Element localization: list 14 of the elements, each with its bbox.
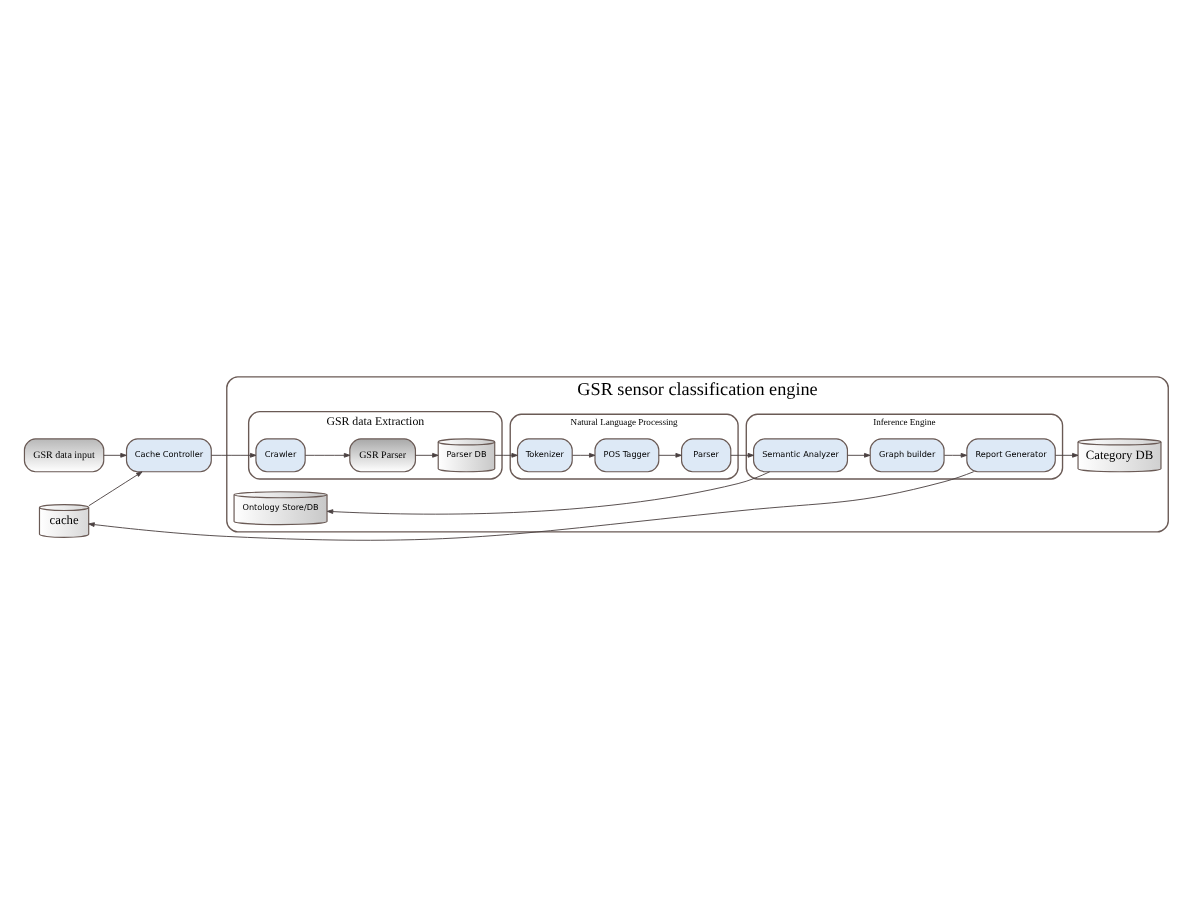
arrow [847,452,871,458]
arrow [415,452,439,458]
arrow [943,452,968,458]
arrow [103,452,127,458]
arrow [88,471,975,541]
arrow [326,471,771,515]
arrow [658,452,682,458]
arrow [88,471,143,507]
arrow [304,452,351,458]
arrow [1054,452,1079,458]
arrow [572,452,596,458]
arrow [730,452,755,458]
arrow [494,452,518,458]
arrow [210,452,257,458]
